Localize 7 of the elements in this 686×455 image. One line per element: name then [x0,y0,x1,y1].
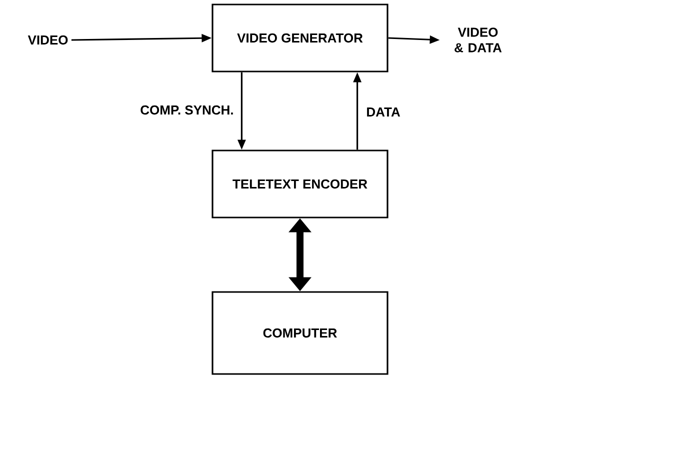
process-box: COMPUTER [212,291,388,375]
signal-label: VIDEO [28,35,68,45]
edge-label: COMP. SYNCH. [139,104,235,116]
process-box: TELETEXT ENCODER [212,150,388,218]
process-box: VIDEO GENERATOR [212,4,388,72]
signal-label: VIDEO & DATA [454,28,502,52]
edge-label: DATA [365,106,402,118]
